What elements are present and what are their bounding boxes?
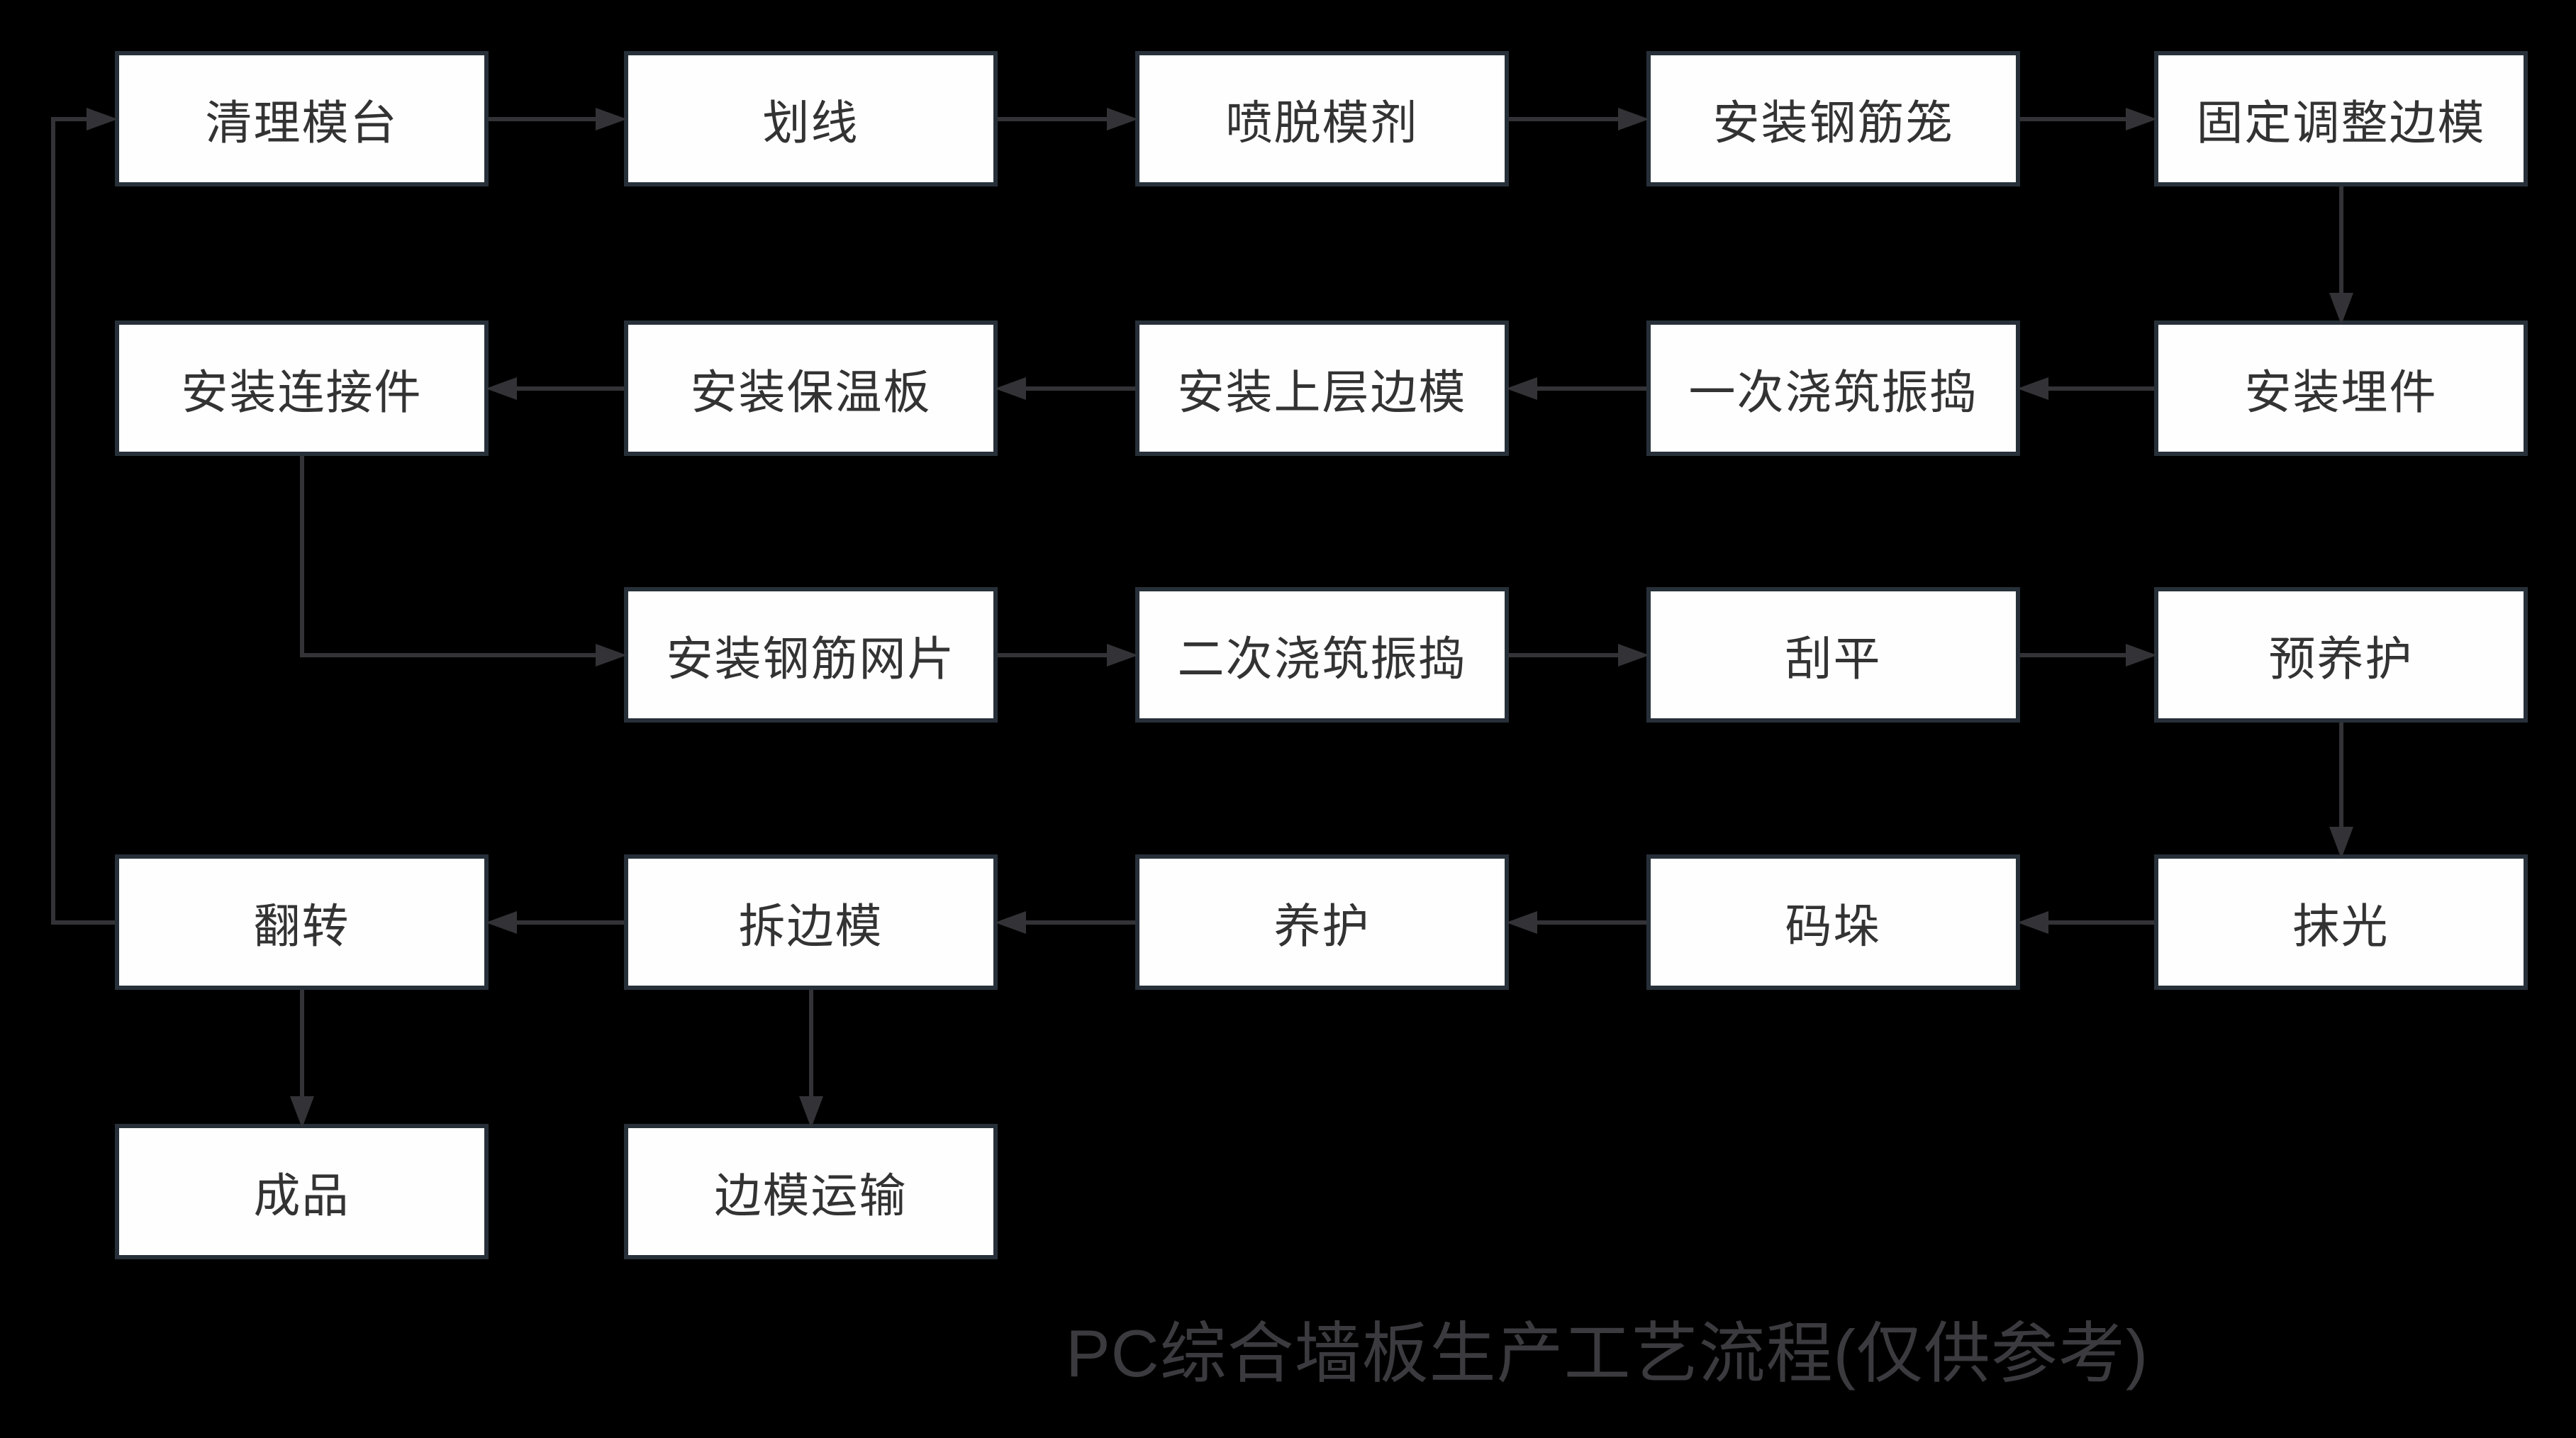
flow-arrow-gdtzbm-azmj: [2338, 186, 2343, 293]
flow-node-ecjzzd: 二次浇筑振捣: [1135, 587, 1509, 723]
flow-node-yyh: 预养护: [2154, 587, 2528, 723]
flow-node-label: 一次浇筑振捣: [1688, 365, 1978, 418]
flow-arrow-ecjzzd-gp: [1509, 652, 1618, 657]
flow-arrow-md-yh: [1506, 910, 1537, 934]
flow-node-azljj: 安装连接件: [115, 321, 489, 456]
flow-arrow-md-yh: [1537, 920, 1646, 925]
flow-node-label: 抹光: [2292, 899, 2390, 952]
flow-node-azscbm: 安装上层边模: [1135, 321, 1509, 456]
flow-arrow-azscbm-azbwb: [1026, 386, 1135, 391]
flow-arrow-fz-qlmt: [51, 920, 115, 925]
flow-arrow-gdtzbm-azmj: [2329, 293, 2353, 325]
flow-arrow-gp-yyh: [2126, 643, 2157, 667]
flow-arrow-yh-cbm: [1026, 920, 1135, 925]
flow-node-label: 成品: [253, 1169, 350, 1222]
flow-node-label: 清理模台: [205, 96, 398, 149]
flow-node-label: 安装保温板: [690, 365, 932, 418]
flow-node-azgjwp: 安装钢筋网片: [624, 587, 998, 723]
flow-arrow-azbwb-azljj: [517, 386, 624, 391]
flow-node-label: 边模运输: [714, 1169, 908, 1222]
flow-arrow-cbm-fz: [517, 920, 624, 925]
flow-arrow-ycjzzd-azscbm: [1537, 386, 1646, 391]
flow-arrow-azljj-azgjwp: [299, 652, 596, 657]
flow-node-hx: 划线: [624, 51, 998, 186]
flow-arrow-qlmt-hx: [596, 107, 627, 130]
flow-node-label: 划线: [762, 96, 859, 149]
flow-node-label: 喷脱模剂: [1225, 96, 1419, 149]
flow-arrow-azljj-azgjwp: [596, 643, 627, 667]
flow-arrow-qlmt-hx: [489, 116, 596, 121]
flow-arrow-azljj-azgjwp: [299, 456, 304, 657]
flow-arrow-ptmj-azgjl: [1618, 107, 1649, 130]
flow-arrow-hx-ptmj: [1107, 107, 1138, 130]
flow-arrow-hx-ptmj: [998, 116, 1107, 121]
flow-node-md: 码垛: [1646, 854, 2020, 990]
flow-arrow-azscbm-azbwb: [995, 377, 1026, 400]
flow-arrow-yh-cbm: [995, 910, 1026, 934]
diagram-title: PC综合墙板生产工艺流程(仅供参考): [1066, 1316, 2149, 1390]
flow-node-cp: 成品: [115, 1124, 489, 1259]
flow-arrow-azgjl-gdtzbm: [2126, 107, 2157, 130]
flow-arrow-ycjzzd-azscbm: [1506, 377, 1537, 400]
flow-node-label: 养护: [1273, 899, 1371, 952]
flow-arrow-yyh-mg: [2338, 723, 2343, 827]
flow-arrow-azmj-ycjzzd: [2048, 386, 2154, 391]
flow-node-azgjl: 安装钢筋笼: [1646, 51, 2020, 186]
flow-arrow-ecjzzd-gp: [1618, 643, 1649, 667]
flow-node-label: 安装钢筋网片: [666, 632, 956, 685]
flow-node-ycjzzd: 一次浇筑振捣: [1646, 321, 2020, 456]
flow-node-azmj: 安装埋件: [2154, 321, 2528, 456]
flow-arrow-fz-cp: [299, 990, 304, 1096]
flow-arrow-fz-qlmt: [51, 116, 87, 121]
flow-arrow-fz-qlmt: [51, 116, 55, 925]
flow-node-gp: 刮平: [1646, 587, 2020, 723]
flow-arrow-gp-yyh: [2020, 652, 2126, 657]
flow-node-azbwb: 安装保温板: [624, 321, 998, 456]
flow-node-label: 预养护: [2268, 632, 2414, 685]
flow-node-label: 安装上层边模: [1177, 365, 1467, 418]
flow-arrow-mg-md: [2017, 910, 2048, 934]
flow-node-label: 拆边模: [738, 899, 883, 952]
flow-arrow-mg-md: [2048, 920, 2154, 925]
flow-arrow-azgjl-gdtzbm: [2020, 116, 2126, 121]
flow-node-gdtzbm: 固定调整边模: [2154, 51, 2528, 186]
flow-arrow-azgjwp-ecjzzd: [1107, 643, 1138, 667]
flow-arrow-yyh-mg: [2329, 827, 2353, 859]
flow-node-bmys: 边模运输: [624, 1124, 998, 1259]
flow-node-label: 安装埋件: [2244, 365, 2438, 418]
flow-node-label: 二次浇筑振捣: [1177, 632, 1467, 685]
flow-node-yh: 养护: [1135, 854, 1509, 990]
flow-node-fz: 翻转: [115, 854, 489, 990]
flow-arrow-azgjwp-ecjzzd: [998, 652, 1107, 657]
flow-arrow-cbm-bmys: [808, 990, 813, 1096]
flow-arrow-cbm-fz: [486, 910, 517, 934]
flow-arrow-azbwb-azljj: [486, 377, 517, 400]
flow-node-label: 码垛: [1785, 899, 1882, 952]
flow-node-mg: 抹光: [2154, 854, 2528, 990]
flow-arrow-cbm-bmys: [798, 1096, 823, 1128]
flow-arrow-azmj-ycjzzd: [2017, 377, 2048, 400]
flow-node-label: 安装连接件: [181, 365, 423, 418]
flow-arrow-fz-cp: [289, 1096, 314, 1128]
flow-node-label: 翻转: [253, 899, 350, 952]
flow-node-qlmt: 清理模台: [115, 51, 489, 186]
flow-node-cbm: 拆边模: [624, 854, 998, 990]
flow-node-ptmj: 喷脱模剂: [1135, 51, 1509, 186]
flow-node-label: 固定调整边模: [2196, 96, 2486, 149]
flow-node-label: 安装钢筋笼: [1712, 96, 1954, 149]
flow-arrow-ptmj-azgjl: [1509, 116, 1618, 121]
flow-node-label: 刮平: [1785, 632, 1882, 685]
flow-arrow-fz-qlmt: [87, 107, 118, 130]
